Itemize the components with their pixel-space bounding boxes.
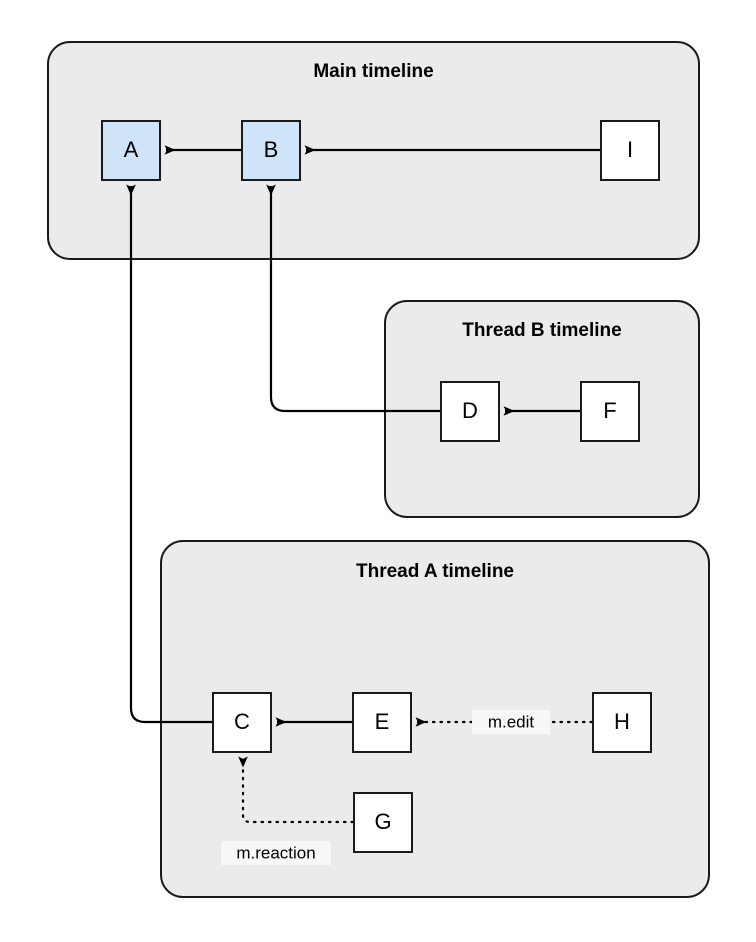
- node-f-rect[interactable]: [580, 381, 640, 442]
- edge-label-m-reaction: m.reaction: [221, 841, 331, 865]
- node-f-label: F: [603, 398, 616, 423]
- node-a[interactable]: A: [101, 120, 161, 181]
- group-thread-a-timeline: Thread A timeline: [160, 540, 710, 898]
- node-b-rect[interactable]: [241, 120, 301, 181]
- node-e-rect[interactable]: [352, 692, 412, 753]
- node-c[interactable]: C: [212, 692, 272, 753]
- node-b-label: B: [264, 137, 279, 162]
- edge-label-m-reaction-text: m.reaction: [236, 843, 315, 862]
- node-h-label: H: [614, 709, 630, 734]
- edge-d-to-b: [266, 184, 440, 413]
- node-c-label: C: [234, 709, 250, 734]
- group-thread-a-timeline-title: Thread A timeline: [356, 561, 514, 582]
- node-g-label: G: [374, 809, 391, 834]
- edge-c-to-a: [126, 184, 212, 724]
- node-e-label: E: [375, 709, 390, 734]
- group-thread-a-timeline-rect: [160, 540, 710, 898]
- edge-label-m-edit-bg: [472, 710, 550, 734]
- node-i[interactable]: I: [600, 120, 660, 181]
- node-g[interactable]: G: [353, 792, 413, 853]
- group-thread-b-timeline-title: Thread B timeline: [462, 320, 621, 341]
- edge-g-to-c: [238, 756, 355, 824]
- node-d-label: D: [462, 398, 478, 423]
- node-e[interactable]: E: [352, 692, 412, 753]
- node-b[interactable]: B: [241, 120, 301, 181]
- edge-label-m-edit: m.edit: [472, 710, 550, 734]
- node-d[interactable]: D: [440, 381, 500, 442]
- node-g-rect[interactable]: [353, 792, 413, 853]
- node-c-rect[interactable]: [212, 692, 272, 753]
- node-i-rect[interactable]: [600, 120, 660, 181]
- group-thread-b-timeline-rect: [384, 300, 700, 518]
- node-i-label: I: [627, 137, 633, 162]
- node-f[interactable]: F: [580, 381, 640, 442]
- edge-label-m-reaction-bg: [221, 841, 331, 865]
- group-main-timeline-title: Main timeline: [313, 61, 433, 82]
- node-d-rect[interactable]: [440, 381, 500, 442]
- group-thread-b-timeline: Thread B timeline: [384, 300, 700, 518]
- node-a-rect[interactable]: [101, 120, 161, 181]
- edge-label-m-edit-text: m.edit: [488, 712, 535, 731]
- node-a-label: A: [124, 137, 139, 162]
- node-h[interactable]: H: [592, 692, 652, 753]
- node-h-rect[interactable]: [592, 692, 652, 753]
